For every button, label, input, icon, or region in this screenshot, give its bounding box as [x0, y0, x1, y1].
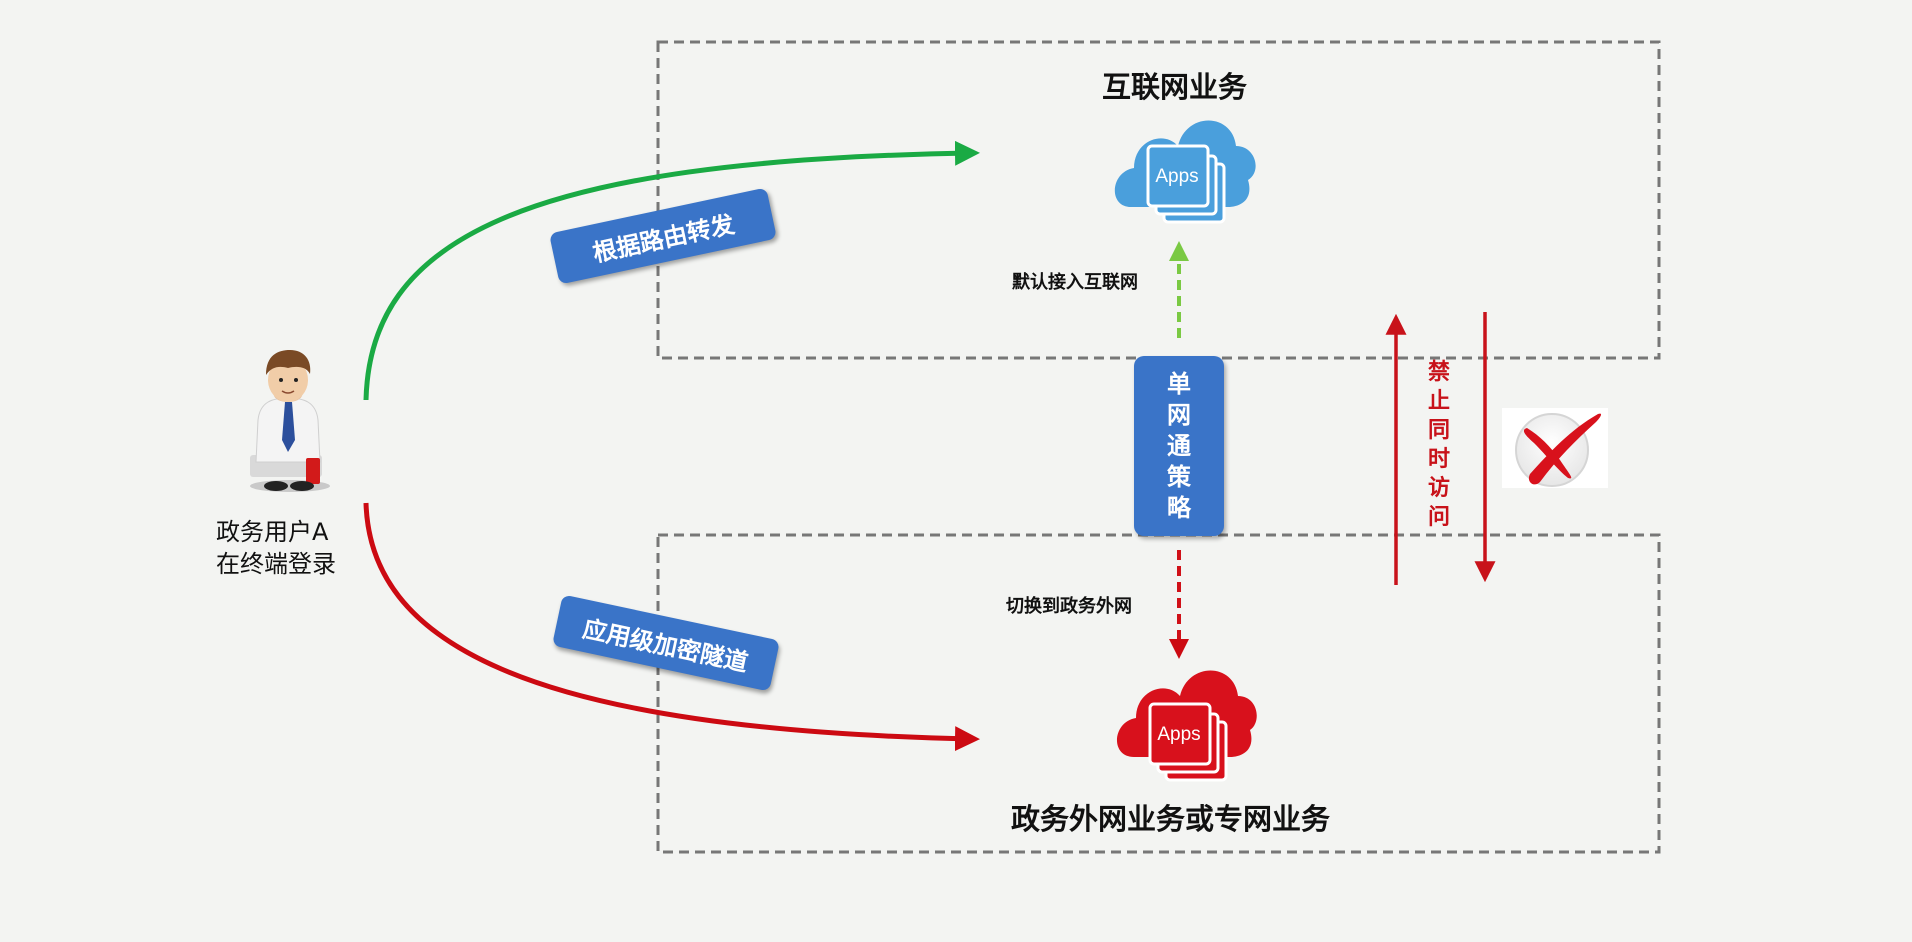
policy-char-2: 网 — [1167, 400, 1191, 429]
single-network-policy-box: 单 网 通 策 略 — [1134, 356, 1224, 536]
green-route-arrow — [363, 140, 980, 401]
internet-apps-cloud-icon: Apps — [1114, 120, 1256, 224]
policy-char-4: 策 — [1167, 462, 1191, 491]
switch-extranet-label: 切换到政务外网 — [1006, 596, 1132, 617]
user-label-line1: 政务用户A — [216, 518, 329, 546]
user-label-line2: 在终端登录 — [216, 550, 336, 578]
red-tunnel-arrow — [363, 502, 980, 752]
internet-apps-text: Apps — [1155, 166, 1198, 187]
forbid-char-5: 访 — [1428, 476, 1451, 501]
forbid-char-2: 止 — [1428, 389, 1451, 414]
forbid-simultaneous-label: 禁 止 同 时 访 问 — [1428, 358, 1450, 532]
forbid-char-6: 问 — [1428, 505, 1451, 530]
forbid-x-icon — [1502, 408, 1608, 488]
extranet-apps-cloud-icon: Apps — [1116, 670, 1257, 782]
default-internet-label: 默认接入互联网 — [1012, 272, 1138, 293]
forbid-char-1: 禁 — [1428, 360, 1451, 385]
internet-zone-title: 互联网业务 — [1102, 70, 1248, 104]
user-avatar-icon — [250, 350, 330, 492]
extranet-apps-text: Apps — [1157, 724, 1200, 745]
extranet-zone-title: 政务外网业务或专网业务 — [1011, 802, 1331, 836]
policy-char-3: 通 — [1167, 431, 1191, 460]
user-label: 政务用户A 在终端登录 — [216, 516, 336, 580]
policy-char-5: 略 — [1167, 493, 1191, 522]
forbid-char-3: 同 — [1428, 418, 1451, 443]
forbid-char-4: 时 — [1428, 447, 1451, 472]
policy-char-1: 单 — [1167, 369, 1191, 398]
